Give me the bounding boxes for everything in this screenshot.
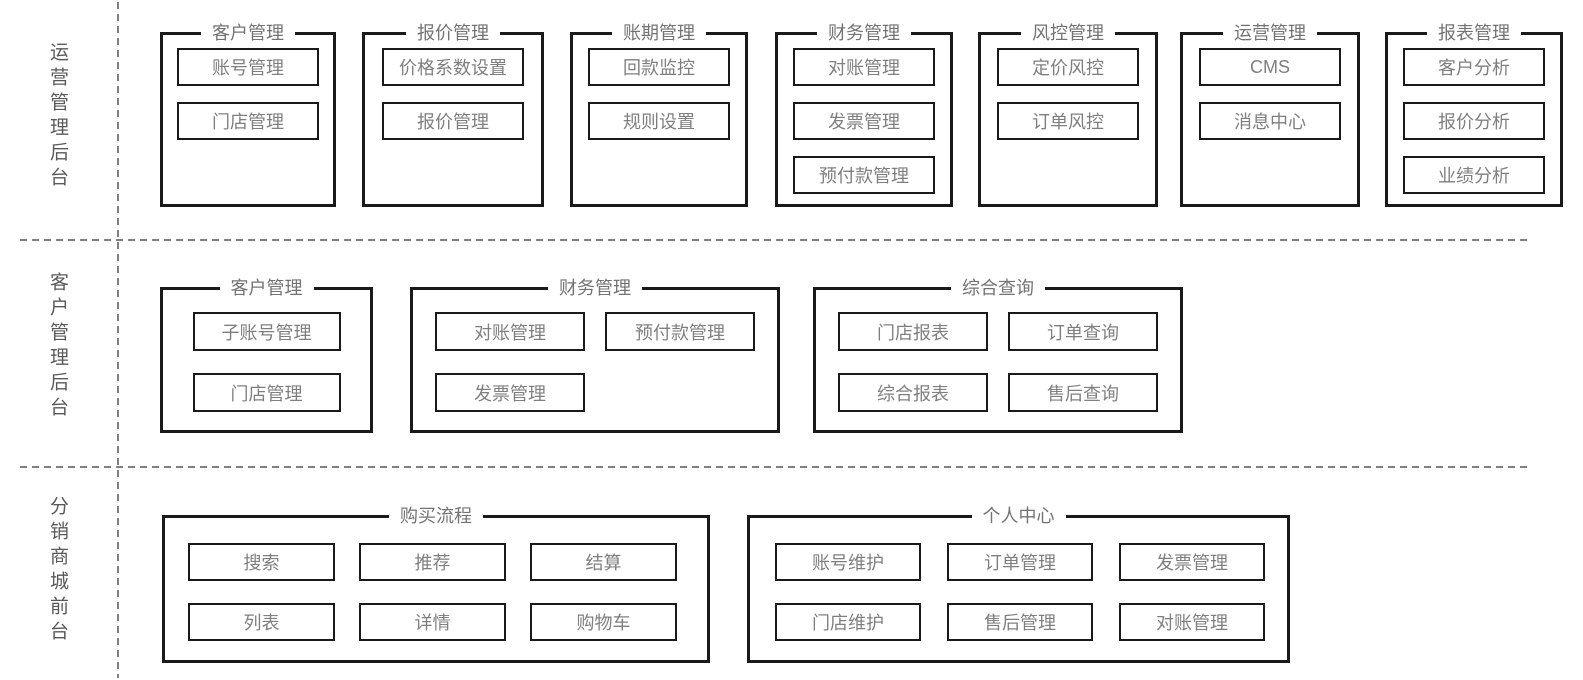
module-item: 报价管理 xyxy=(382,102,524,140)
group-risk-management: 风控管理 定价风控 订单风控 xyxy=(978,23,1158,207)
group-finance-management-mid: 财务管理 对账管理 预付款管理 发票管理 xyxy=(410,278,780,433)
group-title: 报价管理 xyxy=(406,23,500,44)
module-item: 发票管理 xyxy=(793,102,935,140)
group-quotation-management: 报价管理 价格系数设置 报价管理 xyxy=(362,23,544,207)
group-finance-management: 财务管理 对账管理 发票管理 预付款管理 xyxy=(775,23,953,207)
module-item: 订单管理 xyxy=(947,543,1093,581)
row-divider-2 xyxy=(20,466,1530,468)
module-item: 发票管理 xyxy=(1119,543,1265,581)
group-title: 客户管理 xyxy=(219,278,314,299)
module-item: 价格系数设置 xyxy=(382,48,524,86)
group-title: 风控管理 xyxy=(1021,23,1115,44)
module-item: 订单风控 xyxy=(997,102,1139,140)
module-item: 门店管理 xyxy=(177,102,319,140)
module-item: 账号管理 xyxy=(177,48,319,86)
group-title: 客户管理 xyxy=(201,23,295,44)
module-item: 发票管理 xyxy=(435,373,585,412)
module-item: 消息中心 xyxy=(1199,102,1341,140)
group-title: 购买流程 xyxy=(389,506,483,527)
group-customer-management-mid: 客户管理 子账号管理 门店管理 xyxy=(160,278,373,433)
module-item: 列表 xyxy=(188,603,335,641)
module-item: 回款监控 xyxy=(588,48,730,86)
group-title: 财务管理 xyxy=(817,23,911,44)
section-label-operations-backend: 运营管理后台 xyxy=(47,42,68,192)
module-item: 对账管理 xyxy=(793,48,935,86)
module-item: 客户分析 xyxy=(1403,48,1545,86)
group-title: 综合查询 xyxy=(951,278,1045,299)
group-personal-center: 个人中心 账号维护 订单管理 发票管理 门店维护 售后管理 对账管理 xyxy=(747,506,1290,663)
module-item: 对账管理 xyxy=(1119,603,1265,641)
group-purchase-flow: 购买流程 搜索 推荐 结算 列表 详情 购物车 xyxy=(162,506,710,663)
group-title: 报表管理 xyxy=(1427,23,1521,44)
group-title: 账期管理 xyxy=(612,23,706,44)
section-label-mall-frontend: 分销商城前台 xyxy=(47,496,68,646)
module-item: 售后管理 xyxy=(947,603,1093,641)
vertical-divider xyxy=(117,2,119,678)
module-item: 搜索 xyxy=(188,543,335,581)
module-item: 结算 xyxy=(530,543,677,581)
module-item: 订单查询 xyxy=(1008,312,1158,351)
row-divider-1 xyxy=(20,239,1528,241)
module-item: 门店报表 xyxy=(838,312,988,351)
module-item: 推荐 xyxy=(359,543,506,581)
module-item: 规则设置 xyxy=(588,102,730,140)
group-customer-management: 客户管理 账号管理 门店管理 xyxy=(160,23,336,207)
group-title: 运营管理 xyxy=(1223,23,1317,44)
group-operations-management: 运营管理 CMS 消息中心 xyxy=(1180,23,1360,207)
module-item: 子账号管理 xyxy=(192,312,341,351)
module-item: 业绩分析 xyxy=(1403,156,1545,194)
module-item: 综合报表 xyxy=(838,373,988,412)
group-report-management: 报表管理 客户分析 报价分析 业绩分析 xyxy=(1385,23,1563,207)
module-item: 详情 xyxy=(359,603,506,641)
module-item: 购物车 xyxy=(530,603,677,641)
module-item: 报价分析 xyxy=(1403,102,1545,140)
group-payment-term-management: 账期管理 回款监控 规则设置 xyxy=(570,23,748,207)
module-item: CMS xyxy=(1199,48,1341,86)
module-item: 预付款管理 xyxy=(605,312,755,351)
module-item: 对账管理 xyxy=(435,312,585,351)
module-item: 门店管理 xyxy=(192,373,341,412)
module-item: 定价风控 xyxy=(997,48,1139,86)
module-item: 账号维护 xyxy=(775,543,921,581)
group-title: 财务管理 xyxy=(548,278,642,299)
group-title: 个人中心 xyxy=(971,506,1066,527)
group-comprehensive-query: 综合查询 门店报表 订单查询 综合报表 售后查询 xyxy=(813,278,1183,433)
section-label-customer-backend: 客户管理后台 xyxy=(47,272,68,422)
module-item: 门店维护 xyxy=(775,603,921,641)
module-item: 售后查询 xyxy=(1008,373,1158,412)
module-item: 预付款管理 xyxy=(793,156,935,194)
